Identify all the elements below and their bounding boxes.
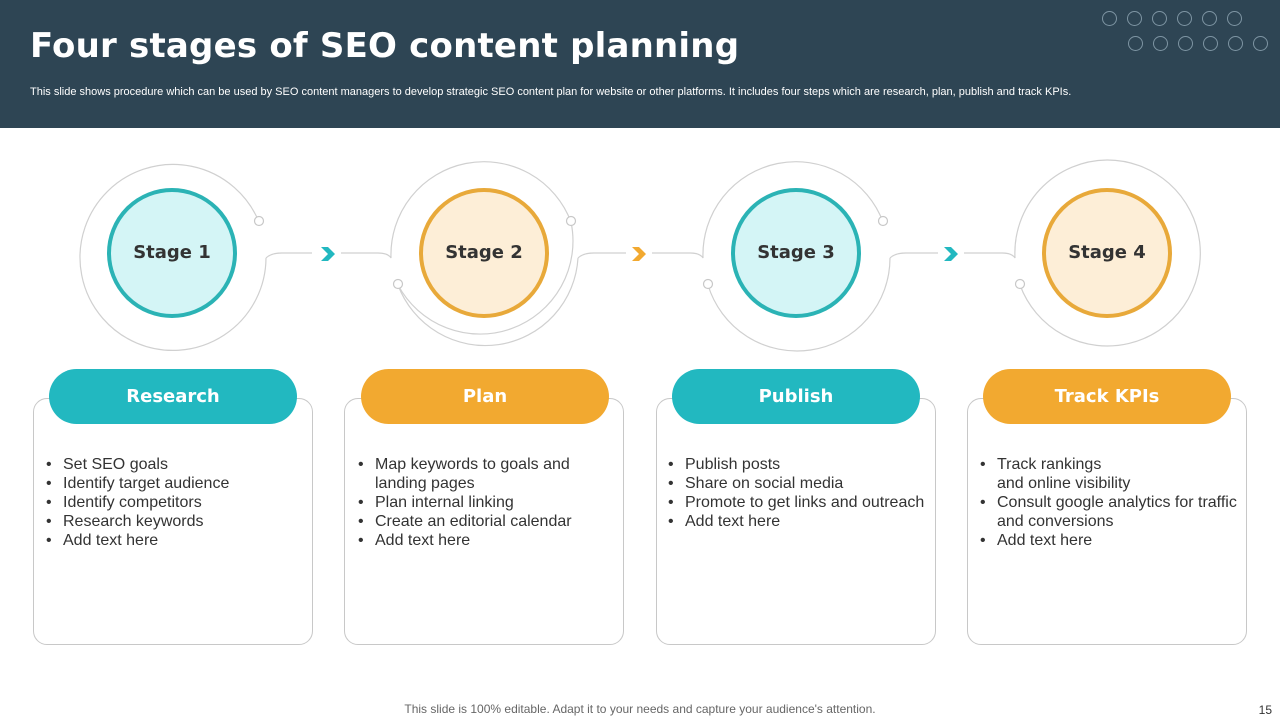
list-item: Add text here: [978, 531, 1242, 550]
circle-dots-decoration: [1100, 8, 1276, 56]
plan-bullet-list: Map keywords to goals and landing pages …: [356, 455, 596, 550]
list-item: Create an editorial calendar: [356, 512, 596, 531]
list-item: Publish posts: [666, 455, 934, 474]
chevron-right-icon: [944, 247, 958, 261]
research-bullet-list: Set SEO goals Identify target audience I…: [44, 455, 312, 550]
decorative-dot: [1203, 36, 1218, 51]
stage-1-circle: [107, 188, 237, 318]
decorative-dot: [1152, 11, 1167, 26]
ring-node-dot: [565, 215, 577, 227]
stage-2-label: Stage 2: [445, 242, 523, 263]
stage-2-outer-ring: [397, 221, 574, 335]
decorative-dot: [1127, 11, 1142, 26]
page-number: 15: [1258, 703, 1272, 717]
list-item: Identify target audience: [44, 474, 312, 493]
stage-3-label: Stage 3: [757, 242, 835, 263]
decorative-dot: [1177, 11, 1192, 26]
stage-3-connector-out: [889, 252, 938, 259]
decorative-dot: [1253, 36, 1268, 51]
ring-node-dot: [1014, 278, 1026, 290]
stage-3-lower-arc: [707, 257, 891, 352]
ring-node-dot: [877, 215, 889, 227]
list-item: Share on social media: [666, 474, 934, 493]
stage-1-outer-ring: [79, 163, 267, 351]
list-item: Promote to get links and outreach: [666, 493, 934, 512]
stage-4-outer-ring: [1019, 159, 1201, 347]
list-item: Add text here: [44, 531, 312, 550]
stage-3-circle: [731, 188, 861, 318]
list-item: Add text here: [356, 531, 596, 550]
decorative-dot: [1178, 36, 1193, 51]
list-item: Set SEO goals: [44, 455, 312, 474]
list-item: Consult google analytics for traffic and…: [978, 493, 1242, 531]
decorative-dot: [1128, 36, 1143, 51]
stage-2-connector-in: [341, 161, 572, 261]
list-item: Research keywords: [44, 512, 312, 531]
research-heading: Research: [49, 369, 297, 424]
list-item: Map keywords to goals and landing pages: [356, 455, 596, 493]
stage-4-connector-in: [964, 159, 1108, 259]
track-kpis-heading: Track KPIs: [983, 369, 1231, 424]
stage-4-circle: [1042, 188, 1172, 318]
ring-node-dot: [702, 278, 714, 290]
list-item: Add text here: [666, 512, 934, 531]
list-item: Plan internal linking: [356, 493, 596, 512]
decorative-dot: [1102, 11, 1117, 26]
chevron-right-icon: [632, 247, 646, 261]
stage-flow-diagram: [79, 159, 1201, 352]
header-bar: Four stages of SEO content planning This…: [0, 0, 1280, 128]
decorative-dot: [1228, 36, 1243, 51]
stage-2-lower-arc: [397, 257, 579, 347]
publish-heading: Publish: [672, 369, 920, 424]
footer-note: This slide is 100% editable. Adapt it to…: [404, 702, 876, 716]
stage-2-circle: [419, 188, 549, 318]
page-subtitle: This slide shows procedure which can be …: [30, 86, 1072, 98]
ring-node-dot: [253, 215, 265, 227]
plan-heading: Plan: [361, 369, 609, 424]
ring-node-dot: [392, 278, 404, 290]
decorative-dot: [1227, 11, 1242, 26]
stage-2-connector-out: [577, 252, 626, 259]
decorative-dot: [1202, 11, 1217, 26]
page-title: Four stages of SEO content planning: [30, 26, 740, 66]
chevron-right-icon: [321, 247, 335, 261]
decorative-dot: [1153, 36, 1168, 51]
publish-bullet-list: Publish posts Share on social media Prom…: [666, 455, 934, 531]
stage-3-connector-in: [652, 161, 884, 261]
stage-4-label: Stage 4: [1068, 242, 1146, 263]
stage-1-label: Stage 1: [133, 242, 211, 263]
track-kpis-bullet-list: Track rankings and online visibility Con…: [978, 455, 1242, 550]
list-item: Identify competitors: [44, 493, 312, 512]
stage-1-connector: [265, 252, 312, 259]
list-item: Track rankings and online visibility: [978, 455, 1242, 493]
